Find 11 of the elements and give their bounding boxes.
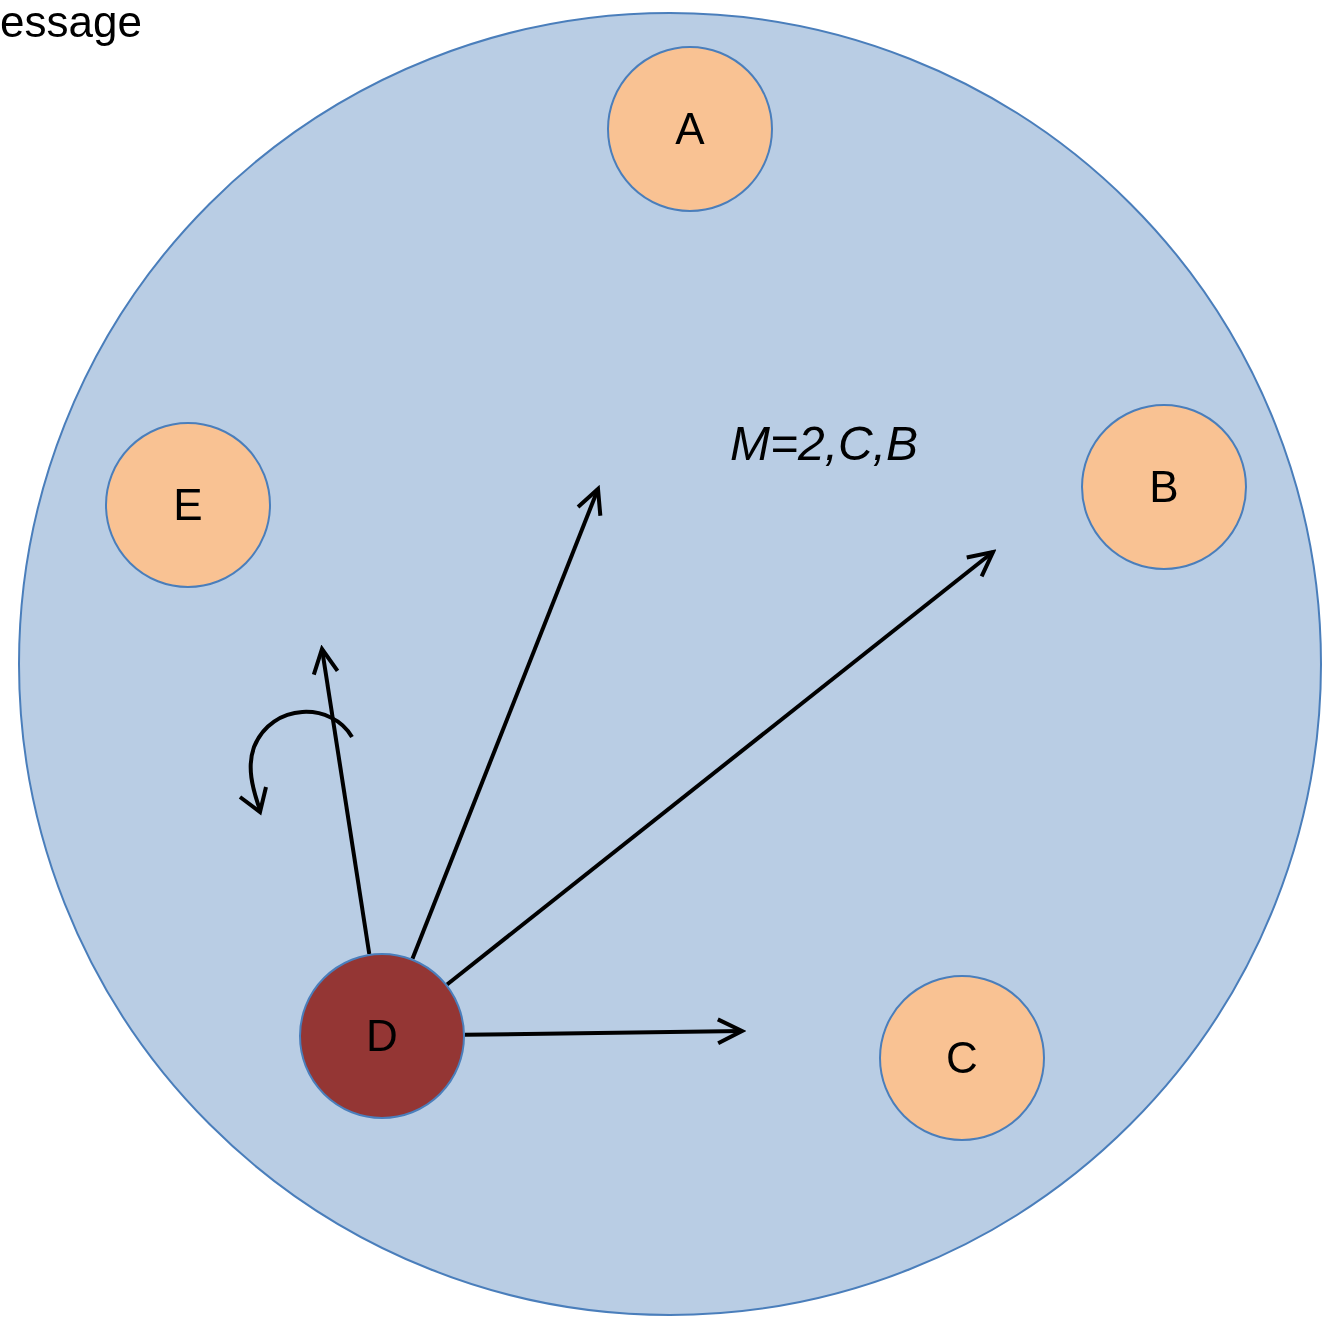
node-label: C [946,1036,978,1080]
arrow [410,487,603,960]
arrow [464,1017,744,1046]
text-label: M=2,C,B [730,420,919,468]
arrow [445,550,995,987]
node-label: D [366,1014,398,1058]
arrow [311,647,372,955]
node-label: B [1149,465,1179,509]
node-label: A [675,107,705,151]
node-label: E [173,483,203,527]
text-label: essage [0,0,142,44]
